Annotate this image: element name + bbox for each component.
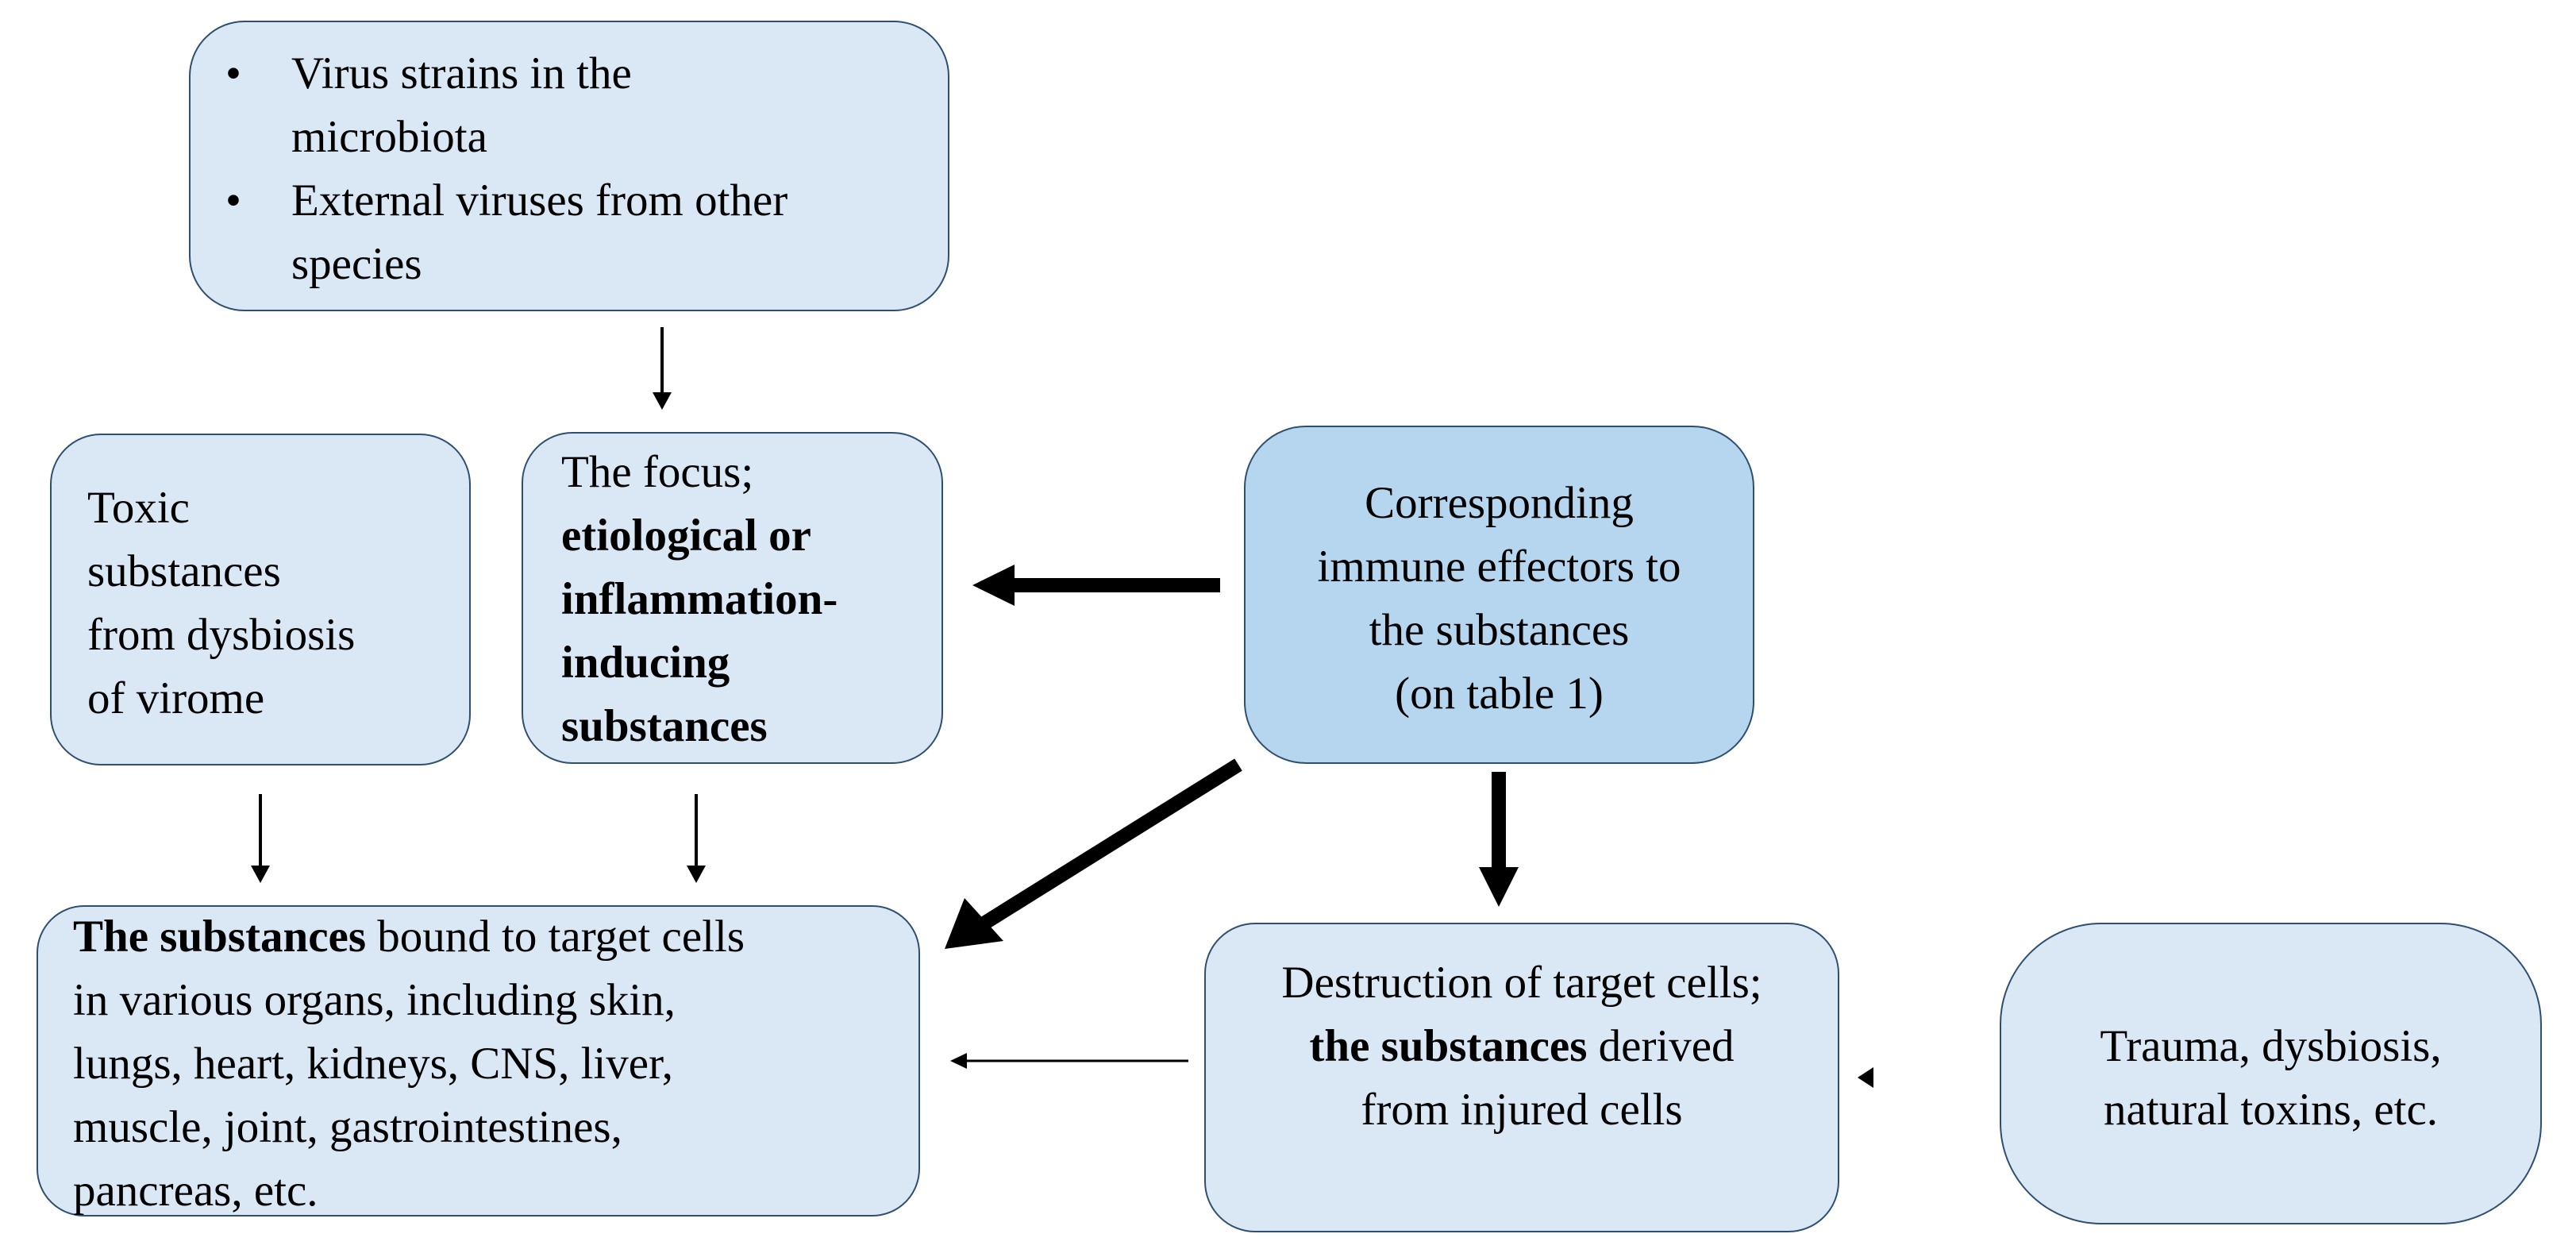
focus-box (522, 432, 943, 764)
focus-title: The focus; (561, 447, 754, 497)
bound-line: in various organs, including skin, (73, 975, 676, 1025)
toxic-line: from dysbiosis (87, 610, 356, 660)
immune-line: Corresponding (1365, 478, 1634, 528)
toxic-substances-box (50, 434, 471, 765)
arrow-immune-to-focus-head (972, 565, 1015, 606)
bound-line-1-rest: bound to target cells (366, 912, 745, 962)
virus-source-line: species (291, 239, 422, 289)
virus-source-line: microbiota (291, 112, 487, 162)
bound-line: lungs, heart, kidneys, CNS, liver, (73, 1039, 674, 1089)
focus-bold-line: etiological or (561, 511, 811, 561)
trauma-line: natural toxins, etc. (2103, 1085, 2439, 1135)
destruction-line-3: from injured cells (1361, 1085, 1683, 1135)
immune-line: immune effectors to (1317, 542, 1681, 592)
destruction-box (1204, 923, 1839, 1232)
virus-sources-box (189, 21, 949, 311)
bound-substances-box (37, 905, 920, 1217)
toxic-line: of virome (87, 673, 265, 723)
focus-bold-line: substances (561, 701, 768, 751)
arrow-immune-to-bound-head (945, 898, 1003, 949)
bullet-icon: • (225, 175, 241, 226)
bound-line-1: The substances bound to target cells (73, 905, 745, 969)
arrow-toxic-to-bound-head (251, 866, 270, 883)
virus-source-line: Virus strains in the (291, 48, 632, 98)
bound-bold-lead: The substances (73, 912, 366, 962)
focus-bold-line: inducing (561, 638, 730, 688)
bound-line: pancreas, etc. (73, 1166, 318, 1216)
destruction-bold-lead: the substances (1309, 1021, 1588, 1071)
arrow-immune-to-destruction-head (1479, 867, 1519, 907)
destruction-line-2-rest: derived (1587, 1021, 1735, 1071)
destruction-line-1: Destruction of target cells; (1281, 958, 1762, 1008)
destruction-line-2: the substances derived (1204, 1015, 1839, 1078)
focus-bold-line: inflammation- (561, 574, 838, 624)
trauma-box (2000, 923, 2542, 1224)
immune-effectors-box (1244, 426, 1754, 764)
bullet-icon: • (225, 48, 241, 98)
arrow-destruction-to-bound-head (950, 1053, 967, 1069)
trauma-line: Trauma, dysbiosis, (2100, 1021, 2442, 1071)
toxic-line: Toxic (87, 483, 190, 533)
arrow-trauma-to-destruction-head (1858, 1067, 1873, 1088)
arrow-virus-to-focus-head (653, 392, 672, 410)
virus-source-line: External viruses from other (291, 175, 788, 226)
immune-line: the substances (1369, 605, 1630, 655)
immune-line: (on table 1) (1395, 669, 1604, 719)
bound-line: muscle, joint, gastrointestines, (73, 1102, 622, 1152)
arrow-immune-to-bound (981, 758, 1242, 929)
toxic-line: substances (87, 546, 281, 596)
arrow-focus-to-bound-head (687, 866, 706, 883)
